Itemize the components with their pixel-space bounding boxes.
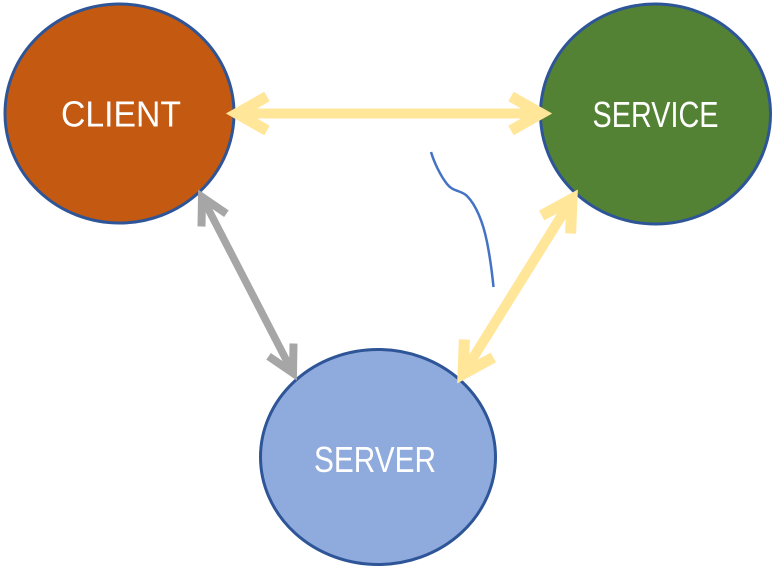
arrowhead-curved-icon [424,140,438,153]
node-service: SERVICE [539,2,772,226]
curved-annotation-arrow [424,140,495,288]
arrowhead-up-icon [539,189,578,234]
arrowhead-right-icon [508,91,553,136]
client-label: CLIENT [61,94,181,135]
arrowhead-down-icon [457,339,496,384]
edge-service-server-shaft [458,196,577,377]
node-server: SERVER [259,348,497,566]
edge-service-server [457,189,578,384]
server-label: SERVER [314,439,436,480]
arrowhead-left-icon [225,91,270,136]
curved-arrow-shaft [429,151,495,288]
edge-client-server-shaft [198,195,297,375]
arrowhead-up-icon [197,189,229,227]
node-client: CLIENT [3,2,236,225]
arrowhead-down-icon [266,343,298,381]
service-label: SERVICE [593,94,719,135]
server-circle [259,348,497,566]
edge-client-service [225,91,553,136]
edge-client-server [197,189,298,381]
